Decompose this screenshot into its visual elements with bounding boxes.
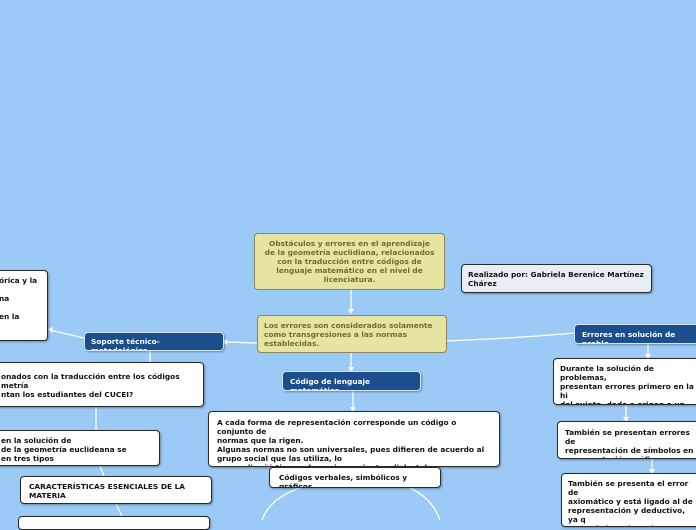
left-subheading-caracteristicas[interactable]: CARACTERÍSTICAS ESENCIALES DE LA MATERIA — [20, 476, 212, 504]
right-note-1[interactable]: Durante la solución de problemas, presen… — [553, 358, 696, 405]
connector-center-curve-right — [409, 487, 441, 520]
left-note-bottom-cutoff[interactable] — [18, 516, 210, 530]
branch-soporte-tecnico[interactable]: Soporte técnico- metodológico — [84, 332, 224, 351]
branch-codigo-lenguaje[interactable]: Código de lenguaje matemático — [282, 371, 421, 391]
branch-errores-solucion[interactable]: Errores en solución de proble — [574, 324, 696, 344]
connector-subtopic-to-right — [446, 332, 575, 342]
left-note-mid[interactable]: onados con la traducción entre los códig… — [0, 362, 204, 407]
left-note-low[interactable]: en la solución de de la geometría euclid… — [0, 430, 160, 466]
connector-center-curve-left — [261, 487, 301, 520]
connector-left-to-note-top — [49, 329, 85, 339]
center-note-codigo[interactable]: A cada forma de representación correspon… — [208, 411, 500, 467]
left-note-top[interactable]: órica y la na en la — [0, 270, 48, 341]
connector-left-low-to-subheading — [99, 465, 105, 477]
sub-topic[interactable]: Los errores son considerados solamente c… — [257, 315, 447, 353]
right-note-3[interactable]: También se presenta el error de axiomáti… — [561, 473, 696, 527]
central-topic[interactable]: Obstáculos y errores en el aprendizaje d… — [254, 233, 445, 290]
author-credit[interactable]: Realizado por: Gabriela Berenice Martíne… — [461, 264, 652, 293]
center-sub-codigos[interactable]: Códigos verbales, simbólicos y gráficos — [269, 467, 441, 488]
connector-left-subheading-down — [115, 503, 123, 517]
connector-subtopic-to-left — [223, 341, 258, 344]
right-note-2[interactable]: También se presentan errores de represen… — [557, 421, 696, 459]
